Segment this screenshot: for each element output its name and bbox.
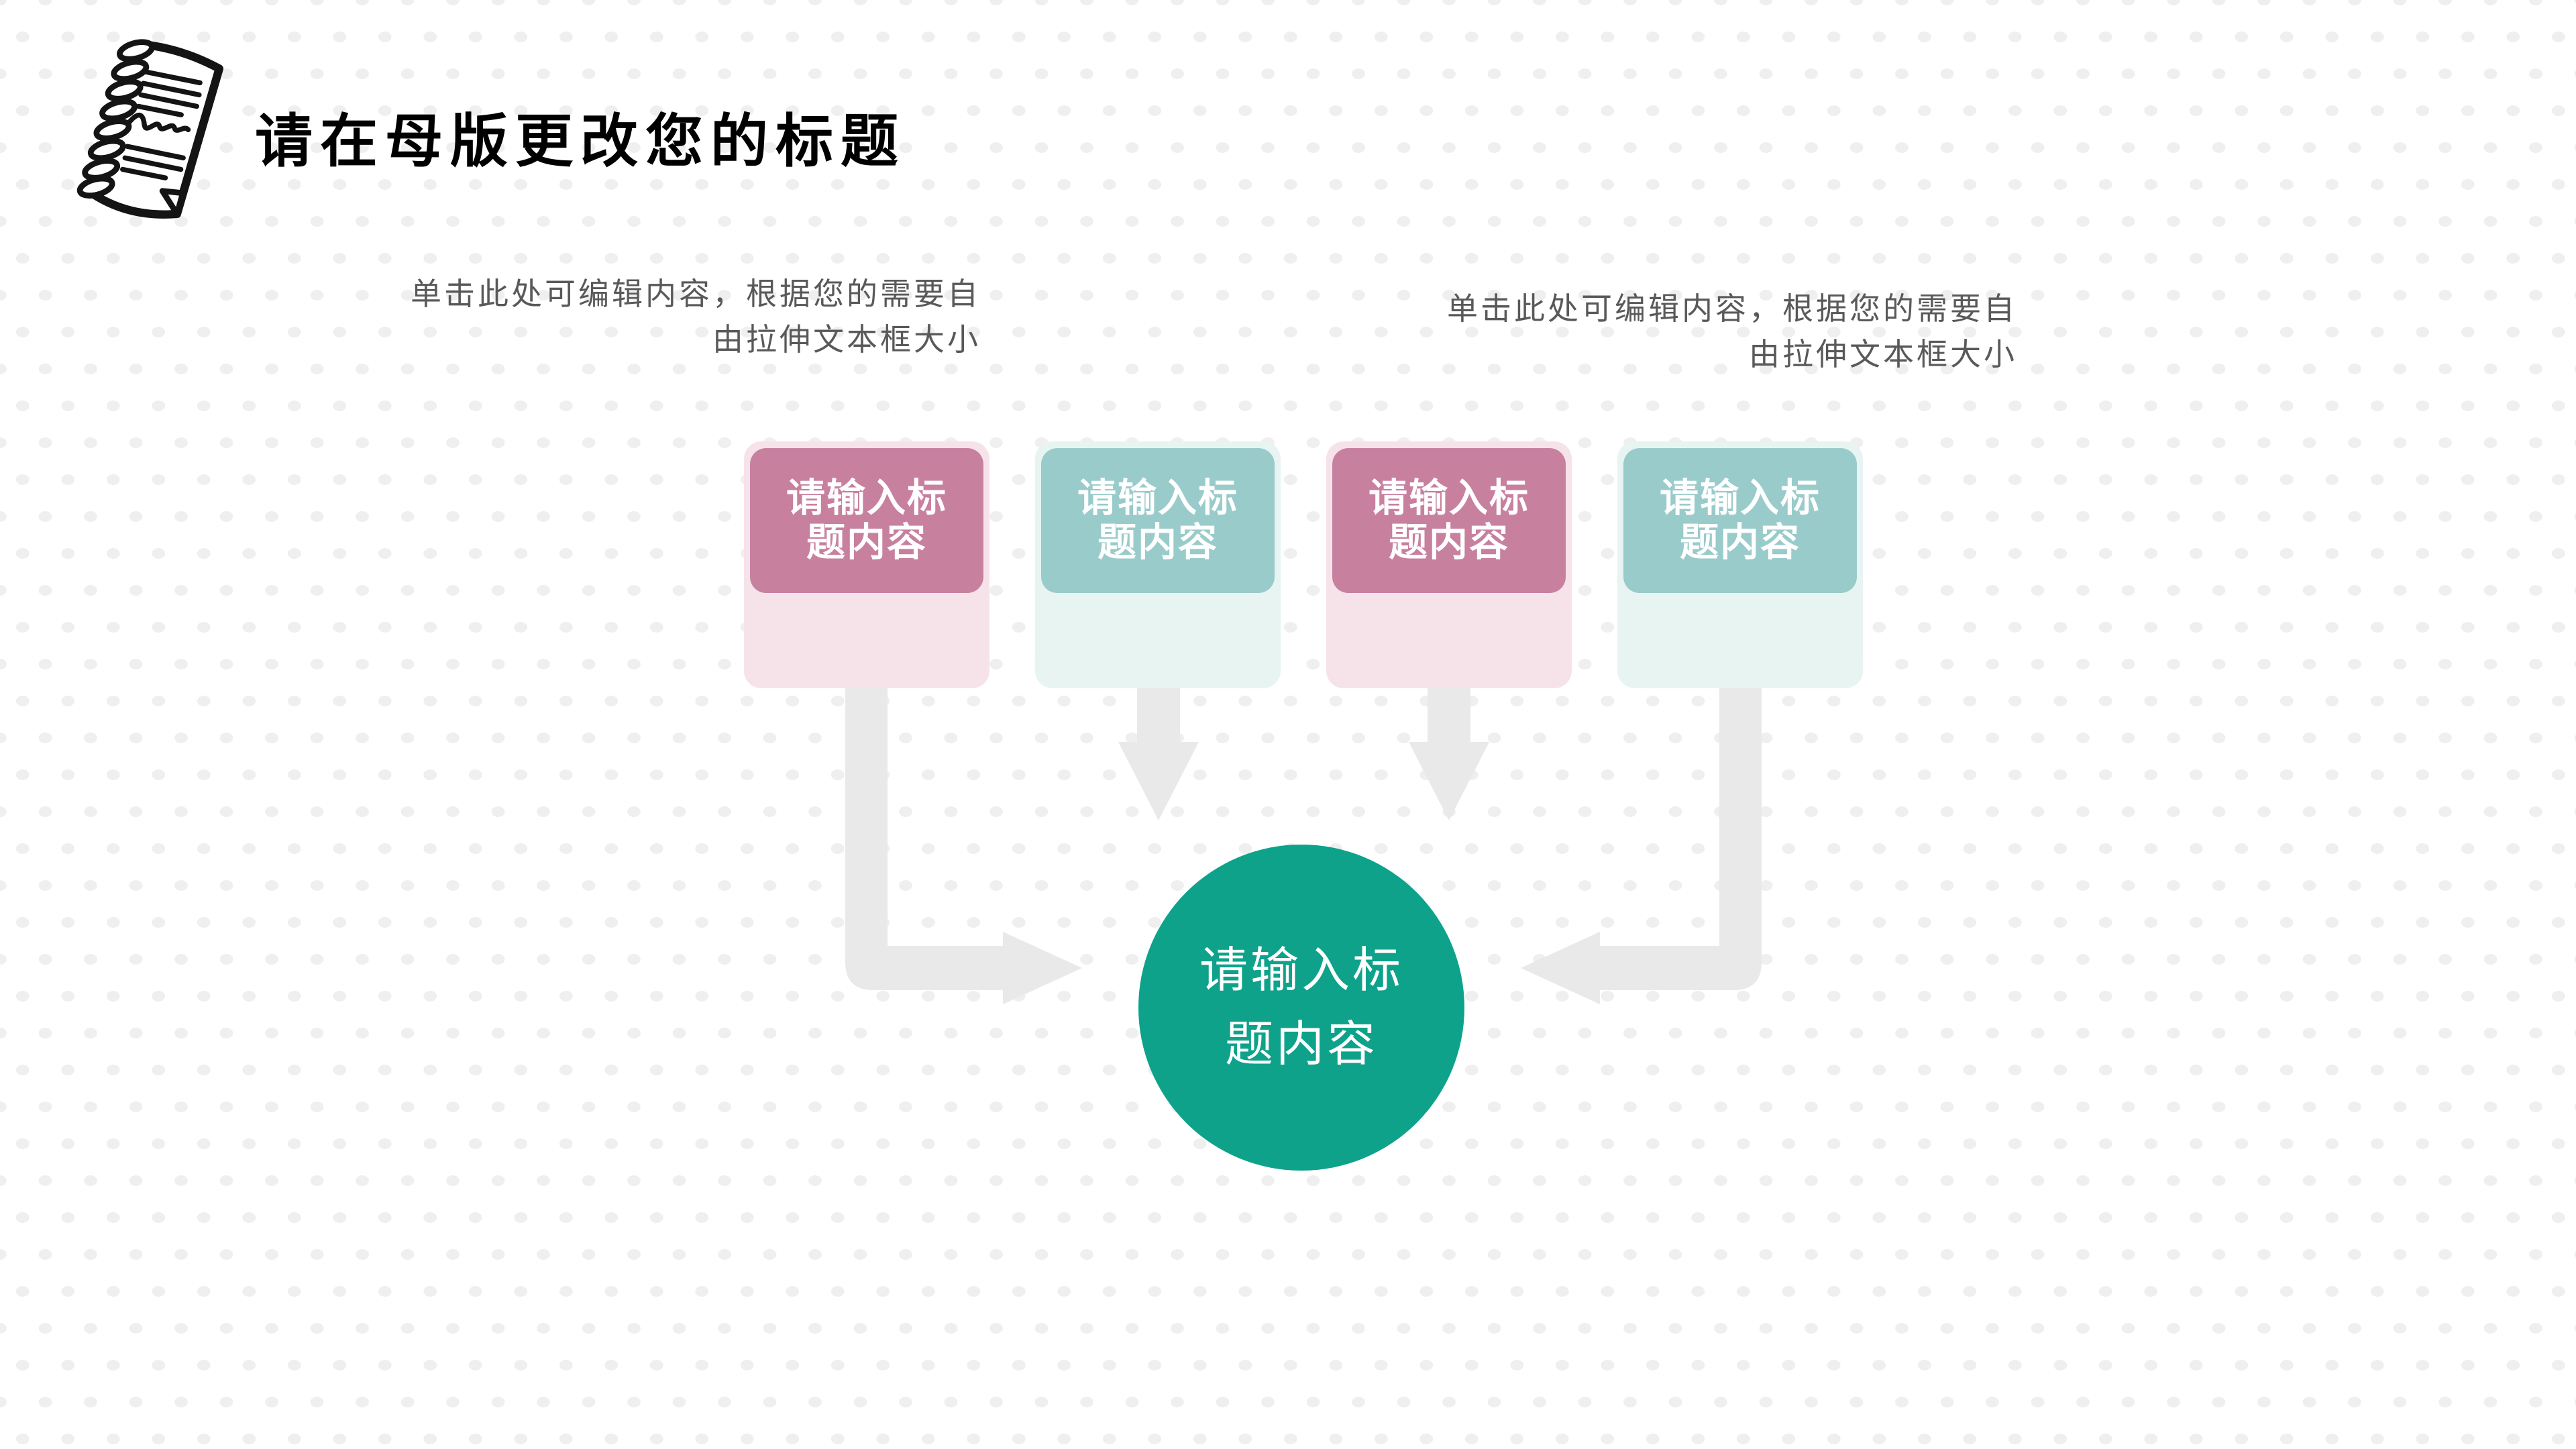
flow-box-1-line-1: 请输入标 — [786, 476, 947, 520]
slide-title[interactable]: 请在母版更改您的标题 — [255, 109, 906, 174]
flow-box-4-title[interactable]: 请输入标 题内容 — [1623, 448, 1857, 593]
flow-box-2-title[interactable]: 请输入标 题内容 — [1041, 448, 1275, 593]
flow-box-1-line-2: 题内容 — [806, 521, 927, 564]
flow-box-1-title[interactable]: 请输入标 题内容 — [750, 448, 983, 593]
flow-box-2-line-2: 题内容 — [1097, 521, 1218, 564]
description-text-right[interactable]: 单击此处可编辑内容，根据您的需要自 由拉伸文本框大小 — [1447, 286, 2017, 377]
description-left-line-2: 由拉伸文本框大小 — [712, 322, 981, 357]
notebook-text-lines — [120, 69, 203, 180]
flow-box-3-title[interactable]: 请输入标 题内容 — [1332, 448, 1566, 593]
description-text-left[interactable]: 单击此处可编辑内容，根据您的需要自 由拉伸文本框大小 — [411, 271, 981, 362]
flow-box-2[interactable]: 请输入标 题内容 — [1035, 441, 1281, 688]
flow-box-2-line-1: 请输入标 — [1077, 476, 1238, 520]
flow-box-4-line-2: 题内容 — [1679, 521, 1801, 564]
center-circle[interactable]: 请输入标 题内容 — [1138, 845, 1464, 1171]
flow-box-3-line-1: 请输入标 — [1368, 476, 1529, 520]
description-left-line-1: 单击此处可编辑内容，根据您的需要自 — [411, 276, 981, 311]
center-circle-line-2: 题内容 — [1224, 1018, 1378, 1071]
flow-box-3[interactable]: 请输入标 题内容 — [1326, 441, 1572, 688]
center-circle-line-1: 请输入标 — [1199, 944, 1403, 998]
flow-box-3-line-2: 题内容 — [1388, 521, 1509, 564]
notebook-corner-fold — [159, 188, 186, 217]
flow-box-1[interactable]: 请输入标 题内容 — [744, 441, 989, 688]
notebook-spiral-coil — [76, 39, 155, 199]
description-right-line-1: 单击此处可编辑内容，根据您的需要自 — [1447, 291, 2017, 326]
flow-box-4-line-1: 请输入标 — [1659, 476, 1821, 520]
description-right-line-2: 由拉伸文本框大小 — [1749, 337, 2017, 372]
flow-box-4[interactable]: 请输入标 题内容 — [1617, 441, 1863, 688]
notebook-group — [76, 39, 224, 219]
notebook-icon — [76, 39, 224, 219]
